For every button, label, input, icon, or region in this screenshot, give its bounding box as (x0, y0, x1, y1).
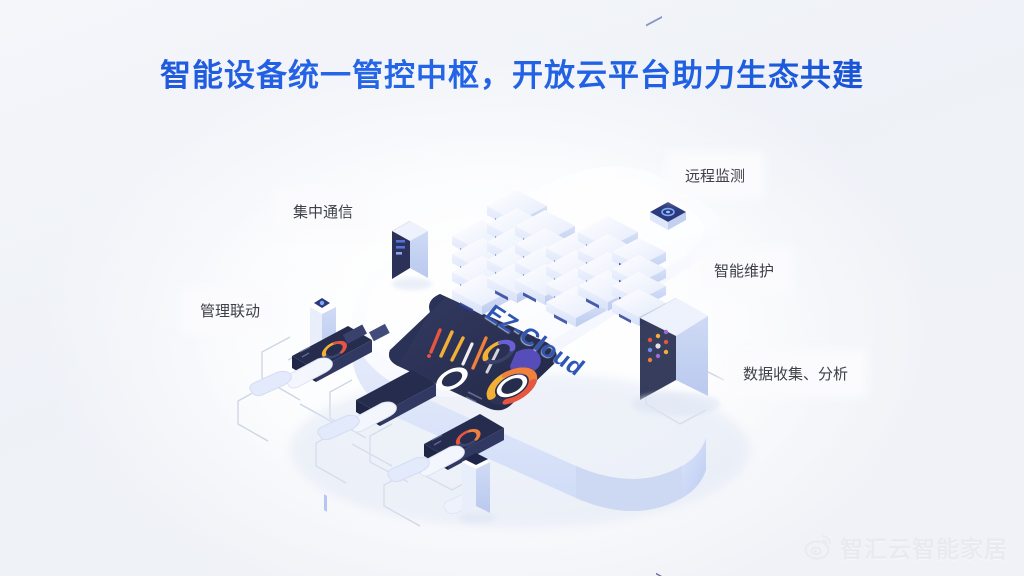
callout-intelligent-maintenance: 智能维护 (700, 252, 789, 289)
dashboard-donut-small (436, 367, 468, 391)
server-rack (612, 238, 666, 326)
callout-centralized-communication: 集中通信 (279, 193, 368, 230)
edge-monitor-device (417, 414, 504, 477)
page-title: 智能设备统一管控中枢，开放云平台助力生态共建 (0, 50, 1024, 95)
dashboard-donut-mid (482, 339, 516, 365)
dashboard-donut-large (486, 367, 538, 405)
communication-tower-device (392, 221, 432, 290)
edge-gateway-device (458, 453, 496, 524)
weibo-icon (804, 535, 831, 560)
cabinet-screen-indicators (646, 16, 669, 363)
watermark-text: 智汇云智能家居 (840, 536, 1008, 562)
dashboard-text-rows (465, 391, 483, 403)
watermark: 智汇云智能家居 (803, 530, 1008, 564)
data-collection-cabinet (632, 16, 720, 416)
remote-sensor-module (650, 202, 686, 576)
dashboard-bars (427, 328, 500, 374)
edge-monitor-device (342, 323, 436, 433)
callout-remote-monitoring: 远程监测 (671, 157, 760, 194)
callout-data-collection-analysis: 数据收集、分析 (729, 355, 863, 392)
callout-management-linkage: 管理联动 (186, 292, 275, 329)
server-rack-cluster-right (546, 216, 666, 327)
